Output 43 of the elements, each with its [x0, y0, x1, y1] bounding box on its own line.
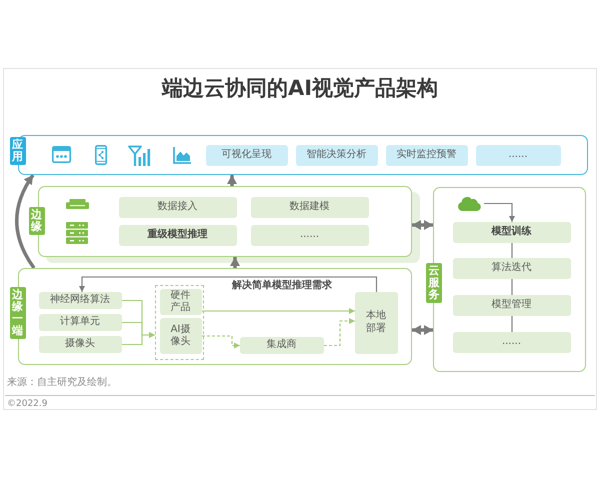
module-box: 数据建模	[250, 196, 368, 218]
module-box: 本地部署	[354, 292, 398, 354]
connector-line	[511, 279, 513, 295]
module-box: 硬件产品	[160, 288, 202, 314]
layer-tag: 云服务	[426, 263, 442, 304]
double-arrow	[412, 325, 433, 335]
layer-tag: 应用	[10, 137, 26, 166]
diagram-title: 端边云协同的AI视觉产品架构	[162, 76, 438, 100]
arrow	[202, 335, 240, 348]
connector-line	[511, 316, 513, 332]
module-box: 重级模型推理	[118, 224, 236, 246]
function-box: 可视化呈现	[206, 144, 288, 166]
module-box: 集成商	[240, 336, 324, 354]
module-box: 神经网络算法	[38, 292, 122, 308]
arrow	[484, 202, 515, 222]
dashed-group	[154, 284, 204, 360]
function-box: 智能决策分析	[296, 144, 378, 166]
connector-line	[511, 243, 513, 258]
double-arrow	[412, 220, 433, 230]
arrow	[202, 308, 355, 314]
function-box: 实时监控预警	[386, 144, 468, 166]
cloud-icon	[458, 196, 480, 210]
module-box: ......	[250, 224, 368, 246]
module-box: AI摄像头	[160, 318, 202, 354]
layer-tag: 边缘	[28, 207, 44, 236]
layer-tag: 边缘一端	[10, 287, 26, 340]
copyright-text: ©2022.9	[7, 399, 48, 410]
function-box: ......	[476, 144, 560, 166]
module-box: 摄像头	[38, 336, 122, 352]
block-arrow	[230, 257, 240, 268]
module-box: ......	[452, 332, 570, 352]
module-box: 模型管理	[452, 294, 570, 316]
module-box: 计算单元	[38, 314, 122, 330]
arrow	[324, 318, 355, 346]
block-arrow	[227, 175, 237, 186]
annotation-text: 解决简单模型推理需求	[232, 280, 332, 292]
module-box: 模型训练	[452, 222, 570, 242]
curved-arrow	[15, 174, 36, 269]
module-box: 数据接入	[118, 196, 236, 218]
source-note: 来源：自主研究及绘制。	[7, 377, 117, 389]
arrow	[79, 276, 378, 292]
arrow	[122, 332, 155, 346]
module-box: 算法迭代	[452, 258, 570, 278]
